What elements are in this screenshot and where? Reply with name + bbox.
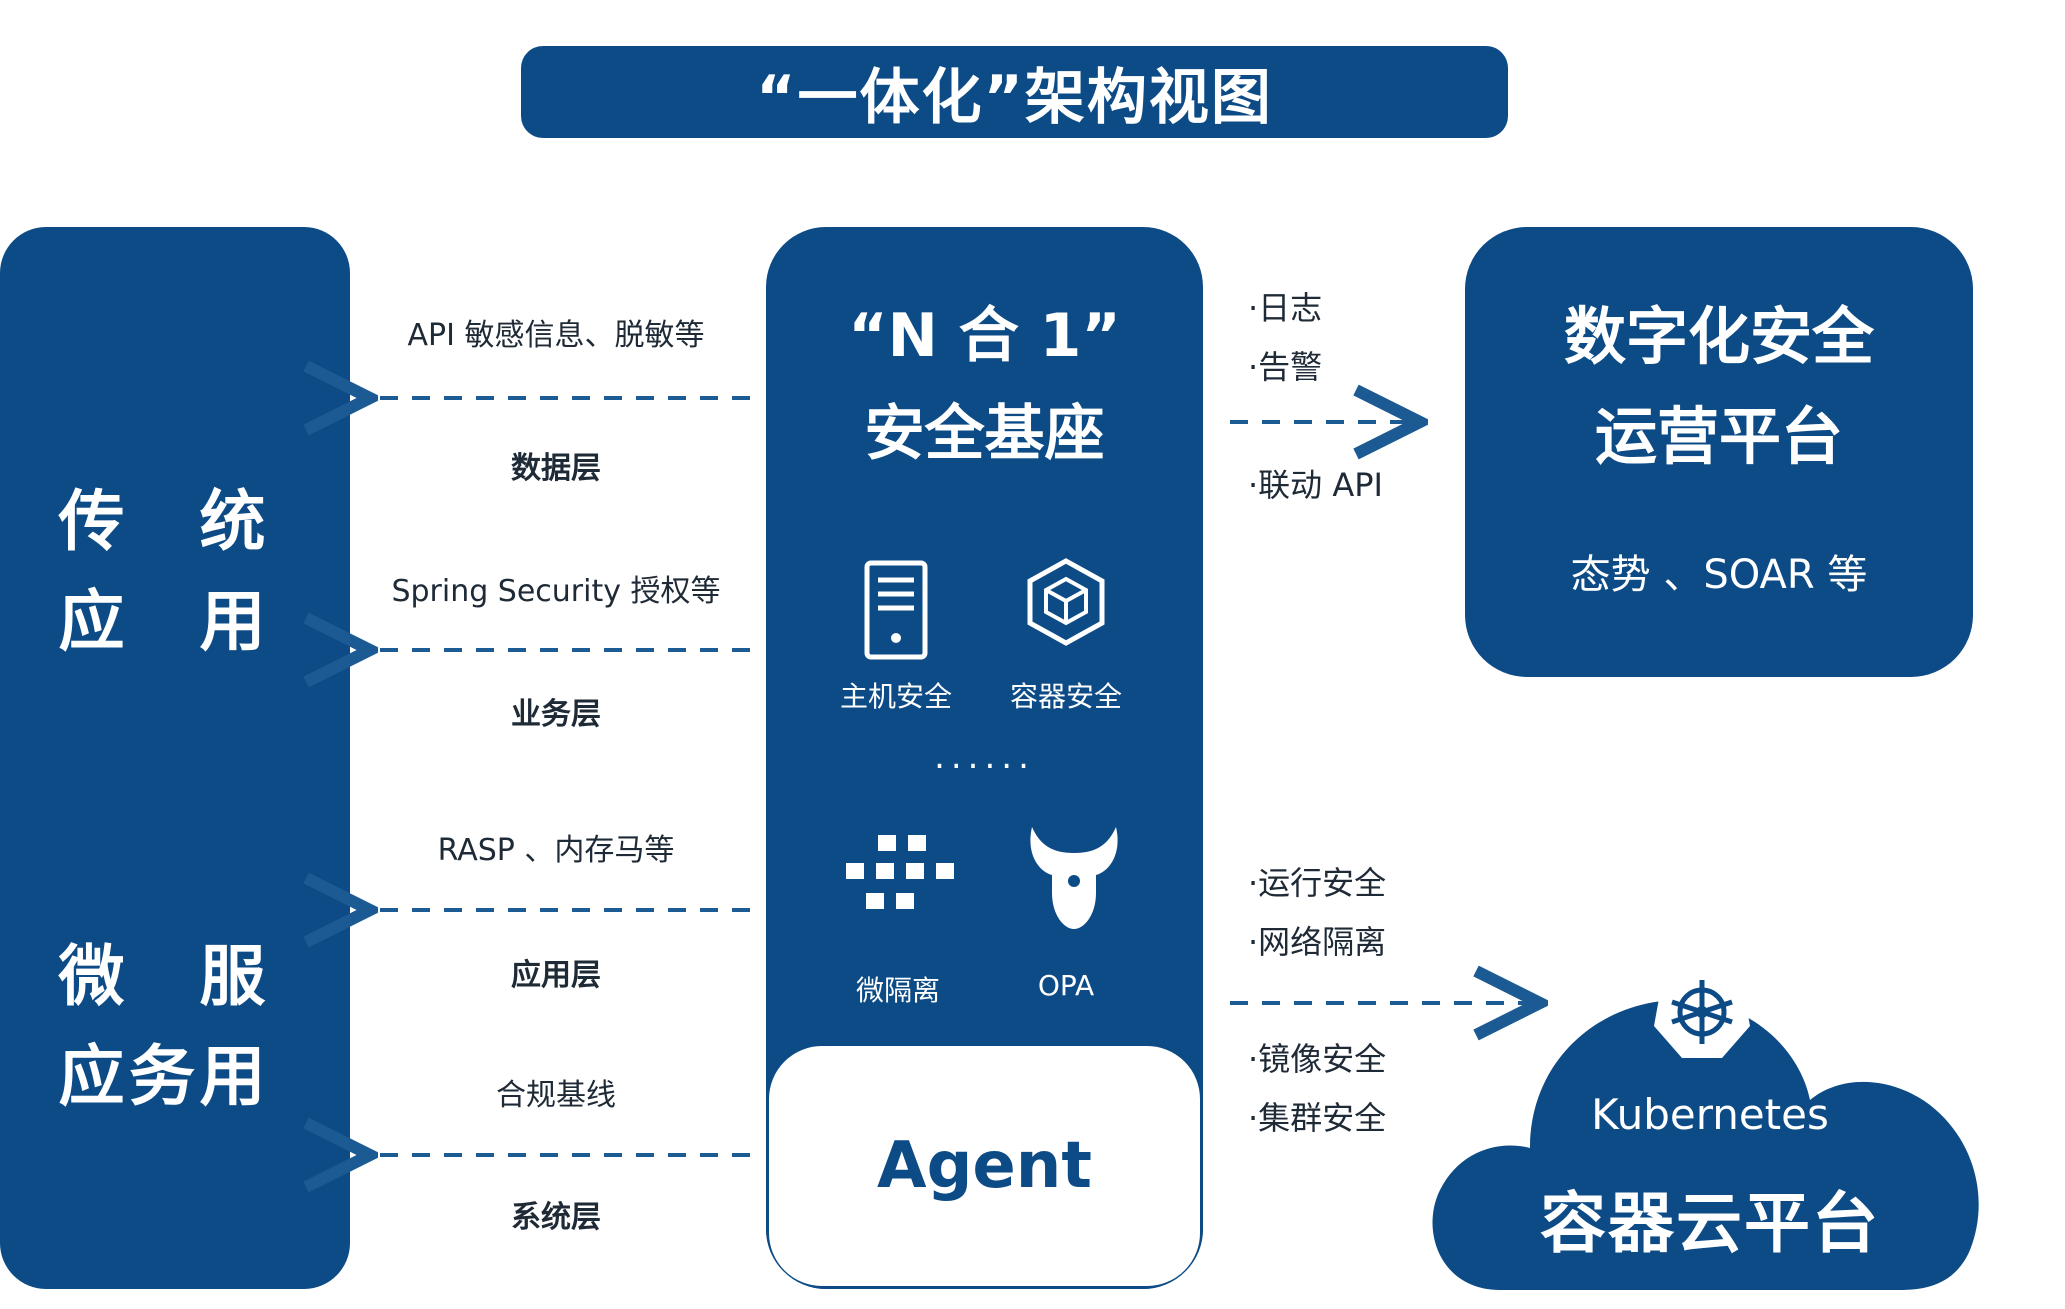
agent-label: Agent: [877, 1129, 1092, 1203]
opa-label: OPA: [1037, 969, 1095, 1002]
ops-title-line2: 运营平台: [1594, 400, 1843, 473]
center-title-line2: 安全基座: [864, 399, 1105, 469]
bullet-image-security: ·镜像安全: [1248, 1040, 1387, 1078]
server-icon: [864, 560, 928, 664]
ops-platform-title: 数字化安全 运营平台: [1465, 287, 1973, 487]
container-cloud-title: 容器云平台: [1540, 1185, 1880, 1262]
n-in-1-security-base-panel: “N 合 1” 安全基座 主机安全 容器安全 ......: [766, 227, 1203, 1289]
layer-desc-system: 合规基线: [496, 1078, 616, 1113]
digital-security-ops-panel: 数字化安全 运营平台 态势 、SOAR 等: [1465, 227, 1973, 677]
legacy-microservice-panel: 传 统 应 用 微 服 务 应 用: [0, 227, 350, 1289]
bullet-log: ·日志: [1248, 289, 1323, 327]
kubernetes-icon: [1650, 958, 1754, 1062]
bullet-alert: ·告警: [1248, 348, 1323, 386]
left-panel-line1: 传 统: [58, 483, 292, 560]
container-cube-icon: [1024, 557, 1108, 651]
opa-icon: [1022, 823, 1126, 937]
layer-name-business: 业务层: [511, 697, 601, 732]
left-panel-line4: 应 用: [58, 1038, 292, 1115]
bullet-linkage-api: ·联动 API: [1248, 466, 1383, 504]
left-panel-line3: 微 服 务: [58, 938, 292, 1115]
layer-desc-application: RASP 、内存马等: [437, 833, 675, 868]
bullet-network-isolation: ·网络隔离: [1248, 923, 1387, 961]
more-ellipsis: ......: [934, 737, 1035, 777]
layer-name-data: 数据层: [511, 451, 601, 486]
agent-box: Agent: [766, 1043, 1203, 1289]
bullet-runtime-security: ·运行安全: [1248, 864, 1387, 902]
host-security-label: 主机安全: [839, 680, 952, 713]
center-title-line1: “N 合 1”: [848, 301, 1121, 371]
center-panel-title: “N 合 1” 安全基座: [766, 287, 1203, 483]
bullet-cluster-security: ·集群安全: [1248, 1099, 1387, 1137]
title-banner: “一体化”架构视图: [521, 46, 1508, 138]
micro-isolation-icon: [844, 833, 956, 923]
diagram-title: “一体化”架构视图: [756, 62, 1273, 133]
layer-name-application: 应用层: [511, 958, 601, 993]
layer-desc-business: Spring Security 授权等: [391, 574, 721, 609]
ops-title-line1: 数字化安全: [1563, 300, 1874, 373]
container-cloud-shape: [1432, 1000, 1979, 1290]
ops-platform-subtitle: 态势 、SOAR 等: [1570, 552, 1868, 598]
micro-isolation-label: 微隔离: [855, 974, 940, 1007]
left-panel-line2: 应 用: [58, 583, 292, 660]
container-security-label: 容器安全: [1009, 680, 1122, 713]
layer-desc-data: API 敏感信息、脱敏等: [407, 318, 705, 353]
layer-name-system: 系统层: [511, 1200, 601, 1235]
kubernetes-label: Kubernetes: [1591, 1090, 1829, 1139]
